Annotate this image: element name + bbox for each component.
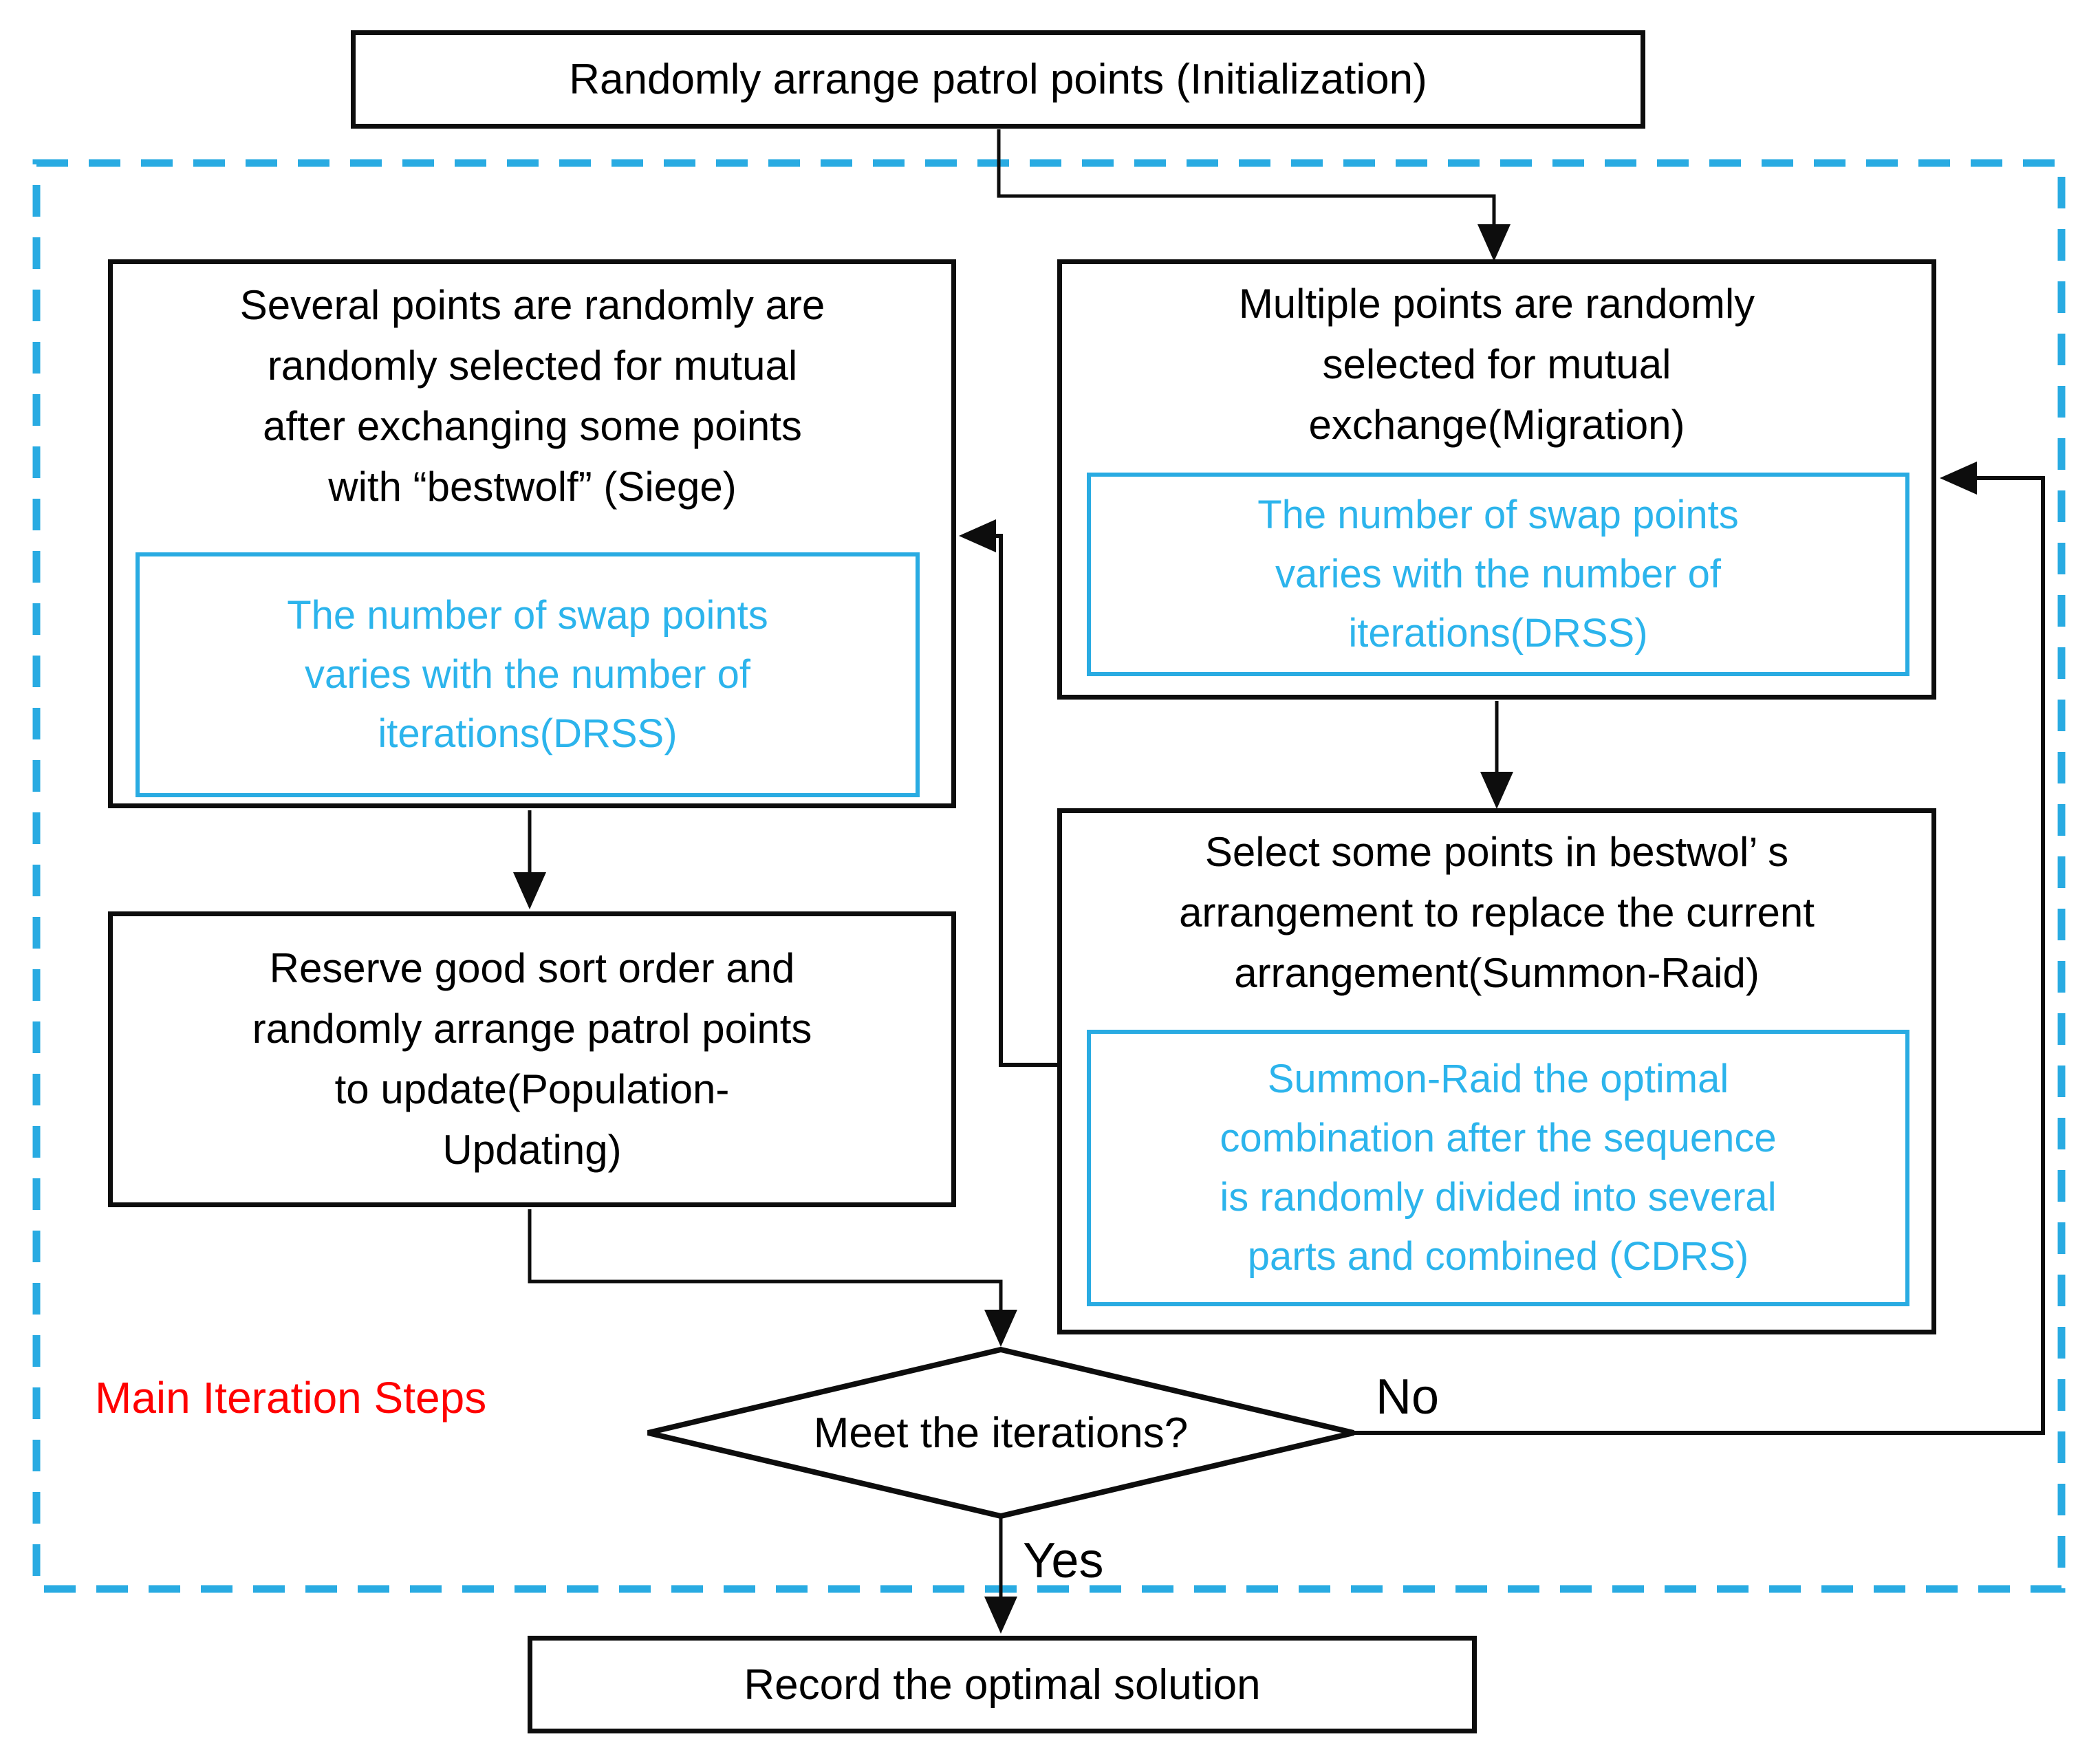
node-migration-label: Multiple points are randomly selected fo…	[1238, 281, 1755, 448]
main-iteration-steps-label: Main Iteration Steps	[95, 1373, 487, 1423]
decision-diamond-text: Meet the iterations?	[813, 1409, 1189, 1457]
edge-label-no: No	[1376, 1370, 1440, 1425]
node-siege-label: Several points are randomly are randomly…	[239, 282, 825, 510]
node-migration-note: The number of swap points varies with th…	[1087, 473, 1909, 676]
arrowhead-no-to-migration	[1940, 462, 1977, 495]
node-population-updating: Reserve good sort order and randomly arr…	[108, 911, 956, 1207]
decision-diamond-shape	[647, 1346, 1354, 1519]
node-siege-note-label: The number of swap points varies with th…	[287, 593, 768, 756]
arrowhead-yes-to-record	[984, 1597, 1017, 1634]
node-record-label: Record the optimal solution	[744, 1661, 1261, 1709]
node-record: Record the optimal solution	[528, 1636, 1477, 1733]
arrow-init-to-migration	[997, 129, 1496, 228]
node-initialization-label: Randomly arrange patrol points (Initiali…	[569, 56, 1427, 103]
edge-label-yes: Yes	[1023, 1533, 1104, 1588]
arrowhead-summon-to-siege	[959, 519, 996, 552]
node-summon-raid-note-label: Summon-Raid the optimal combination afte…	[1220, 1057, 1777, 1279]
node-migration-note-label: The number of swap points varies with th…	[1257, 493, 1739, 656]
arrowhead-migration-to-summon	[1480, 772, 1513, 809]
node-initialization: Randomly arrange patrol points (Initiali…	[351, 30, 1645, 129]
main-iteration-dashed-border	[32, 159, 2066, 1593]
node-population-updating-label: Reserve good sort order and randomly arr…	[252, 945, 812, 1173]
arrowhead-population-to-decision	[984, 1310, 1017, 1347]
arrow-summon-to-siege	[993, 534, 1057, 1067]
arrow-no-to-migration	[1354, 476, 2045, 1435]
arrowhead-siege-to-population	[513, 872, 546, 909]
arrow-population-to-decision	[528, 1209, 1003, 1314]
node-summon-raid-note: Summon-Raid the optimal combination afte…	[1087, 1030, 1909, 1306]
node-siege-note: The number of swap points varies with th…	[136, 552, 920, 797]
arrowhead-init-to-migration	[1477, 224, 1511, 261]
node-summon-raid-label: Select some points in bestwol’ s arrange…	[1179, 829, 1815, 996]
decision-diamond-label: Meet the iterations?	[648, 1350, 1354, 1516]
